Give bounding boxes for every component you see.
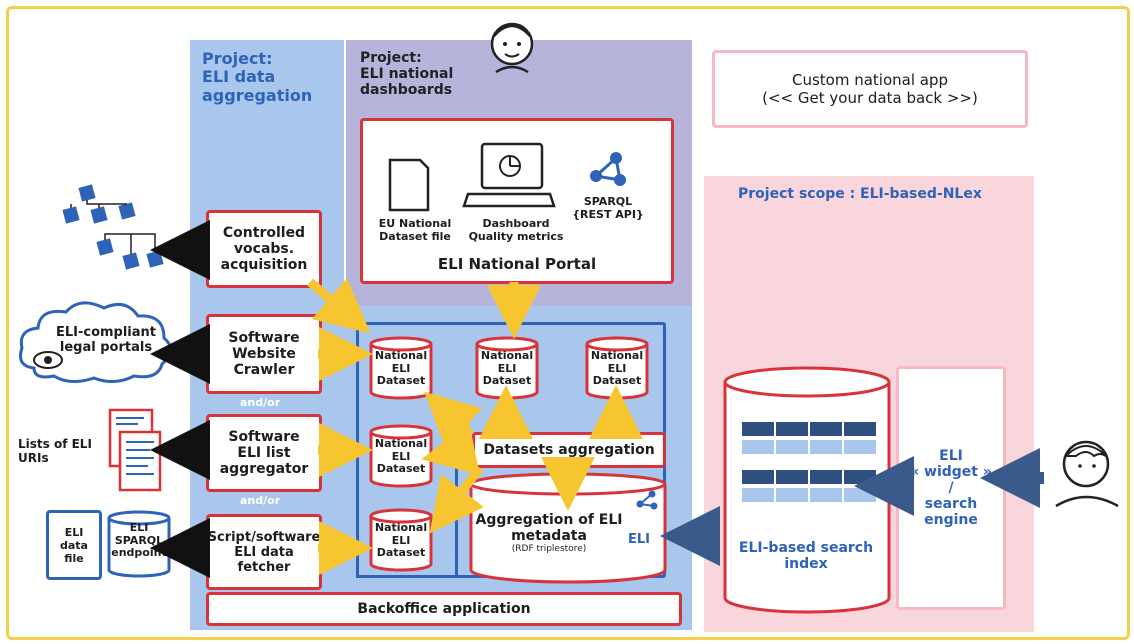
custom-app-box: Custom national app (<< Get your data ba…	[712, 50, 1028, 128]
hierarchy-icon	[62, 184, 164, 270]
index-cell	[776, 422, 808, 436]
backoffice-box: Backoffice application	[206, 592, 682, 626]
index-cell	[810, 488, 842, 502]
index-cell	[776, 488, 808, 502]
metadata-label: Aggregation of ELI metadata (RDF triples…	[475, 512, 623, 555]
project-aggregation-title: Project: ELI data aggregation	[202, 49, 313, 105]
search-index-shape	[723, 366, 891, 614]
metadata-graph-icon	[636, 490, 658, 510]
index-cell	[844, 440, 876, 454]
lists-document-icon	[108, 408, 162, 492]
dashboard-icon	[462, 142, 556, 208]
sparql-graph-icon	[590, 152, 626, 186]
index-cell	[810, 470, 842, 484]
portal-title: ELI National Portal	[437, 255, 597, 273]
index-cell	[844, 488, 876, 502]
person-right-icon	[1055, 440, 1119, 508]
index-cell	[776, 440, 808, 454]
index-cell	[776, 470, 808, 484]
index-cell	[810, 440, 842, 454]
outer-frame	[6, 6, 1130, 640]
project-dashboards-title: Project: ELI national dashboards	[360, 50, 454, 99]
andor-2: and/or	[240, 494, 281, 507]
index-cell	[810, 422, 842, 436]
person-top-icon	[490, 22, 534, 74]
eli-logo: ELI	[628, 532, 651, 547]
index-cell	[844, 470, 876, 484]
index-cell	[742, 488, 774, 502]
portal-item-sparql: SPARQL{REST API}	[572, 195, 644, 221]
metadata-store-shape	[469, 472, 667, 584]
index-cell	[844, 422, 876, 436]
project-scope-title: Project scope : ELI-based-NLex	[738, 186, 982, 202]
index-cell	[742, 470, 774, 484]
index-cell	[742, 422, 774, 436]
andor-1: and/or	[240, 396, 281, 409]
cloud-icon	[19, 301, 172, 383]
datasets-aggregation-box: Datasets aggregation	[472, 432, 666, 468]
document-icon	[388, 158, 430, 212]
index-cell	[742, 440, 774, 454]
